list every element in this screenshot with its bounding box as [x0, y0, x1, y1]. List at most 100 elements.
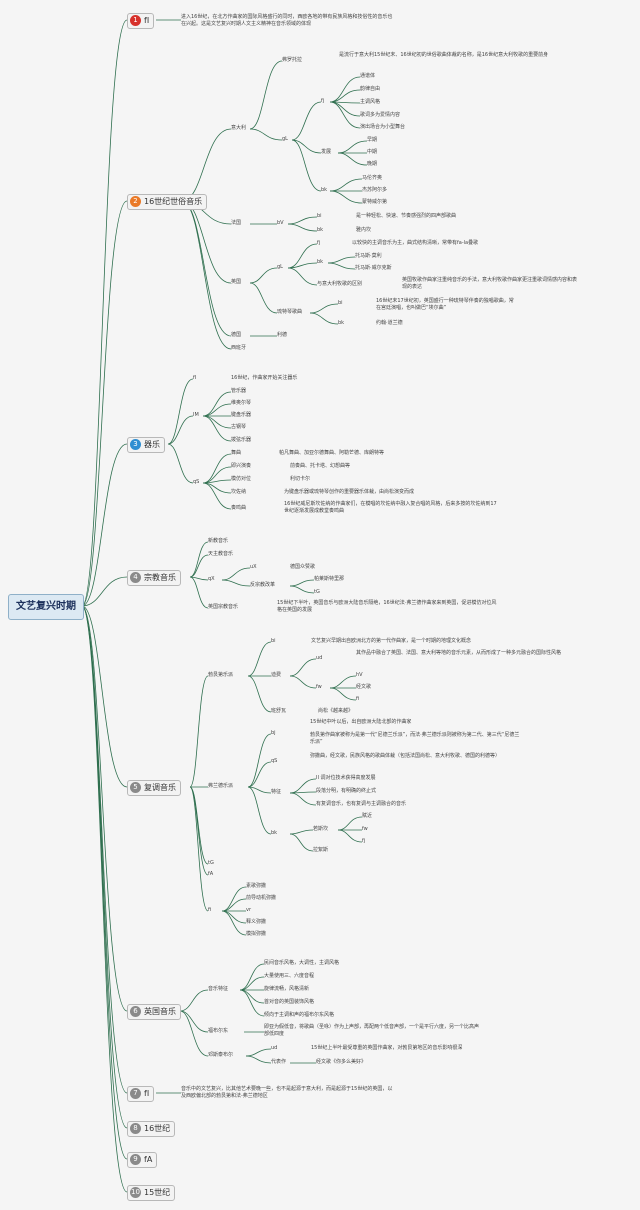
s2-lute-bk[interactable]: bk	[338, 320, 345, 326]
s2-france[interactable]: 法国	[231, 220, 242, 226]
s3-IM-item-4: 古钢琴	[231, 424, 247, 430]
s2-bk-item-3: 蒙特威尔第	[362, 199, 388, 205]
s6-mf-item-4: 首对音的英国装饰风格	[264, 999, 315, 1005]
connector	[189, 554, 209, 578]
s5-fw[interactable]: fw	[316, 684, 322, 690]
s5-flemish[interactable]: 弗兰德乐派	[208, 783, 234, 789]
s2-develop-item-1: 早期	[367, 137, 378, 143]
s2-italy[interactable]: 意大利	[231, 125, 247, 131]
s2-develop-item-3: 晚期	[367, 161, 378, 167]
root-topic[interactable]: 文艺复兴时期	[8, 594, 84, 620]
s5-josquin[interactable]: 若斯坎	[313, 826, 329, 832]
connector	[81, 443, 128, 607]
s5-burgundy[interactable]: 勃艮第乐派	[208, 672, 234, 678]
connector	[327, 262, 356, 270]
s3-qS[interactable]: qS	[193, 479, 200, 485]
s4-uX[interactable]: uX	[250, 564, 257, 570]
s2-develop-item-2: 中期	[367, 149, 378, 155]
s5-binchois[interactable]: 班舒瓦	[271, 708, 287, 714]
s3-row-4-val: 为键盘乐器或琉特琴创作的重要器乐体裁，由尚松演变而成	[284, 489, 415, 495]
s4-item-2[interactable]: 天主教音乐	[208, 551, 234, 557]
connector	[202, 453, 232, 484]
s5-fA[interactable]: fA	[208, 871, 214, 877]
s2-eng-fj[interactable]: fj	[317, 240, 321, 246]
s6-dunstable[interactable]: 邓斯泰布尔	[208, 1052, 234, 1058]
s5-fi-item-1: 素歌弥撒	[246, 883, 267, 889]
s5-fi[interactable]: fi	[208, 907, 212, 913]
s2-eng-diff[interactable]: 与意大利牧歌的区别	[317, 281, 363, 287]
s3-fI[interactable]: fI	[193, 375, 197, 381]
s2-spain[interactable]: 西班牙	[231, 345, 247, 351]
connector	[327, 256, 356, 264]
s2-frottola[interactable]: 弗罗托拉	[282, 57, 303, 63]
section-2-label: 16世纪世俗音乐	[144, 197, 203, 206]
connector	[239, 989, 265, 1017]
connector	[167, 443, 194, 484]
s5-fl-bj[interactable]: bj	[271, 730, 276, 736]
s5-features[interactable]: 特征	[271, 789, 282, 795]
s5-tG[interactable]: tG	[208, 860, 214, 866]
connector	[221, 579, 251, 587]
s2-eng-bk[interactable]: bk	[317, 259, 324, 265]
s5-ud[interactable]: ud	[316, 655, 323, 661]
s4-qX[interactable]: qX	[208, 576, 215, 582]
s2-france-bi[interactable]: bi	[317, 213, 322, 219]
connector	[167, 378, 194, 445]
s6-ud[interactable]: ud	[271, 1045, 278, 1051]
section-1-desc: 进入16世纪，在北方作曲家的国际风格盛行的同时，西欧各地的带有民族风格和技俗性的…	[181, 14, 393, 27]
s5-fl-qS[interactable]: qS	[271, 758, 278, 764]
s6-works[interactable]: 代表作	[271, 1059, 287, 1065]
s3-row-5-key[interactable]: 奏鸣曲	[231, 505, 247, 511]
s2-france-bV[interactable]: bV	[277, 220, 284, 226]
s3-row-2-key[interactable]: 即兴演奏	[231, 463, 252, 469]
connector	[329, 89, 361, 103]
s2-germany[interactable]: 德国	[231, 332, 242, 338]
s3-row-1-key[interactable]: 舞曲	[231, 450, 242, 456]
s3-IM-item-3: 键盘乐器	[231, 412, 252, 418]
connector	[291, 139, 322, 154]
s3-row-4-key[interactable]: 坎佐纳	[231, 489, 247, 495]
s3-row-3-key[interactable]: 模仿对位	[231, 476, 252, 482]
s2-gL[interactable]: gL	[282, 136, 288, 142]
s3-IM[interactable]: IM	[193, 412, 199, 418]
s2-lute[interactable]: 琉特琴歌曲	[277, 309, 303, 315]
connector	[245, 1048, 272, 1057]
s2-fj[interactable]: fj	[321, 98, 325, 104]
connector	[189, 786, 209, 912]
s5-bi[interactable]: bi	[271, 638, 276, 644]
connector	[81, 605, 128, 788]
connector	[202, 403, 232, 417]
connector	[289, 829, 314, 835]
s3-fI-desc: 16世纪，作曲家开始关注器乐	[231, 375, 298, 381]
s2-england[interactable]: 英国	[231, 279, 242, 285]
connector	[189, 786, 209, 865]
s4-item-1[interactable]: 新教音乐	[208, 538, 229, 544]
connector	[81, 605, 128, 1094]
s2-eng-gL[interactable]: gL	[277, 264, 283, 270]
s2-develop[interactable]: 发展	[321, 149, 332, 155]
s6-music-features[interactable]: 音乐特征	[208, 986, 229, 992]
s4-counter[interactable]: 反宗教改革	[250, 582, 276, 588]
s5-dufay[interactable]: 迪费	[271, 672, 282, 678]
s5-lassus[interactable]: 拉絮斯	[313, 847, 329, 853]
s2-bk[interactable]: bk	[321, 187, 328, 193]
connector	[239, 963, 265, 991]
s2-eng-diff-desc: 英国牧歌作曲家注重纯音乐的手法，意大利牧歌作曲家更注重歌词情感内容和表现的表达	[402, 277, 578, 290]
s6-fauxbourdon[interactable]: 福布尔东	[208, 1028, 229, 1034]
s2-france-bk-desc: 雅内坎	[356, 227, 372, 233]
connector	[247, 641, 272, 677]
s2-france-bk[interactable]: bk	[317, 227, 324, 233]
s5-fl-bk[interactable]: bk	[271, 830, 278, 836]
s4-anglican[interactable]: 英国宗教音乐	[208, 604, 239, 610]
s2-lute-bi[interactable]: bi	[338, 300, 343, 306]
